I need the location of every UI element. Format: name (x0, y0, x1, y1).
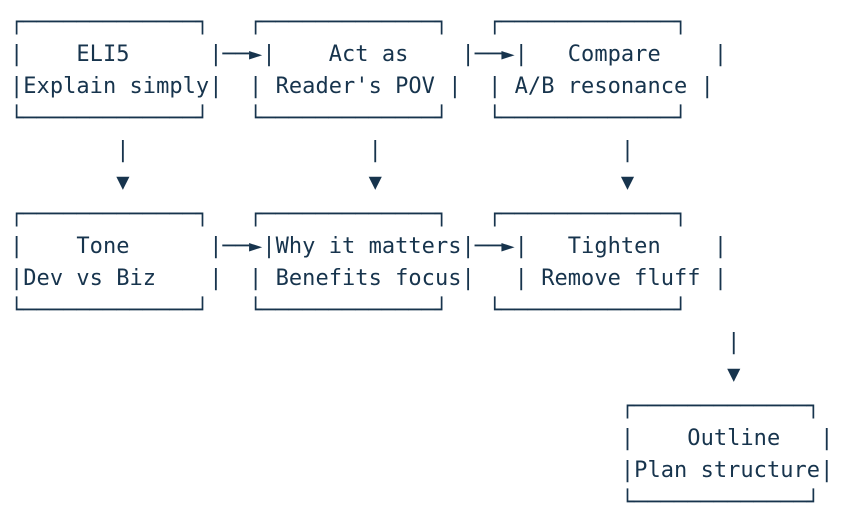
flowchart-canvas: ┌─────────────┐ ┌─────────────┐ ┌───────… (10, 10, 834, 515)
ascii-flowchart: ┌─────────────┐ ┌─────────────┐ ┌───────… (10, 10, 834, 515)
